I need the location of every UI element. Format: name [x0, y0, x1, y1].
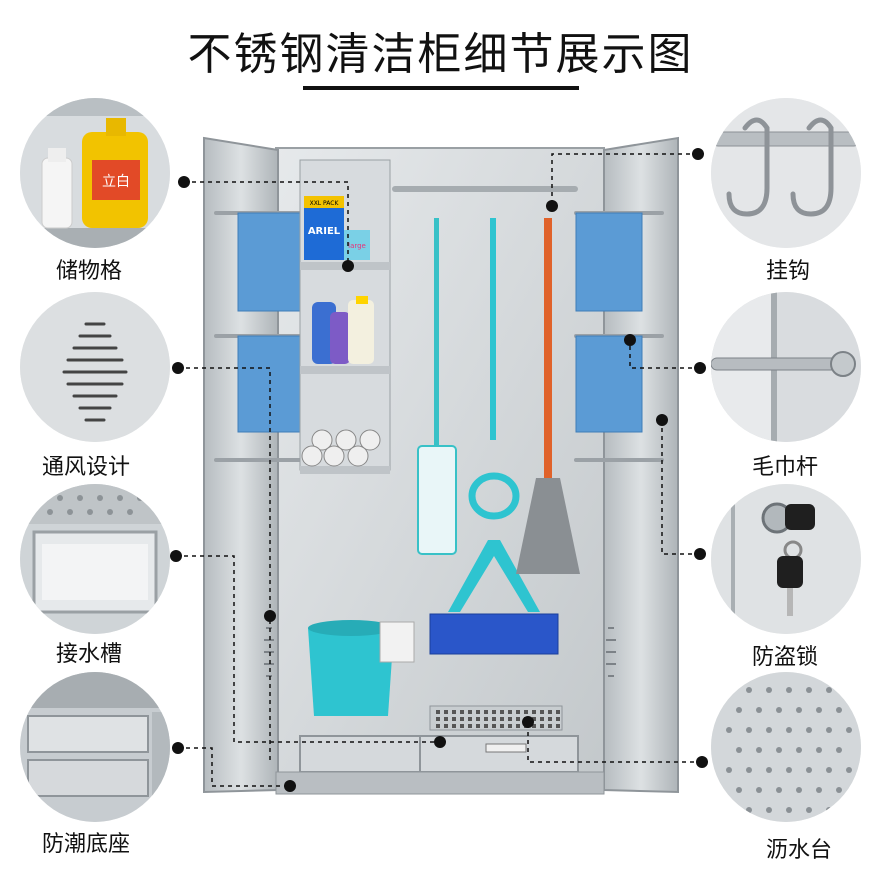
rack-hole	[556, 724, 560, 728]
rack-hole	[436, 710, 440, 714]
squeeze-mop-head	[429, 613, 559, 655]
door-vent-right	[606, 627, 616, 677]
drip-tray-slot-detail-circle	[20, 484, 170, 634]
rack-hole	[516, 710, 520, 714]
rack-hole	[468, 724, 472, 728]
label-drain-rack: 沥水台	[766, 838, 833, 863]
squeeze-mop-ring	[468, 472, 520, 520]
rack-hole	[500, 710, 504, 714]
rack-hole	[460, 710, 464, 714]
rack-hole	[508, 724, 512, 728]
page-title: 不锈钢清洁柜细节展示图	[187, 29, 694, 80]
rack-hole	[452, 717, 456, 721]
title-underline	[303, 86, 579, 90]
label-storage: 储物格	[56, 259, 123, 284]
label-hook: 挂钩	[766, 259, 811, 284]
detergent-brand-text: 立白	[102, 174, 130, 190]
flat-mop-head	[417, 445, 457, 555]
label-moisture-base: 防潮底座	[42, 832, 131, 857]
rack-hole	[508, 717, 512, 721]
hook-detail-circle	[711, 98, 861, 248]
label-towel-bar: 毛巾杆	[752, 455, 819, 480]
rack-hole	[532, 710, 536, 714]
rack-hole	[436, 724, 440, 728]
rack-hole	[540, 724, 544, 728]
leader-lines	[176, 153, 702, 787]
rack-hole	[516, 717, 520, 721]
rack-hole	[460, 717, 464, 721]
squeeze-mop-frame	[448, 540, 540, 612]
rack-hole	[476, 724, 480, 728]
small-box-text: large	[348, 242, 366, 250]
rack-hole	[452, 724, 456, 728]
shelf-3	[300, 466, 390, 474]
rack-hole	[452, 710, 456, 714]
rack-hole	[484, 717, 488, 721]
powder-brand-text: ARIEL	[308, 226, 341, 237]
rack-hole	[524, 710, 528, 714]
rack-hole	[492, 717, 496, 721]
rack-hole	[548, 717, 552, 721]
rack-hole	[444, 724, 448, 728]
drain-rack-detail-circle	[711, 672, 861, 822]
rack-hole	[460, 724, 464, 728]
rack-hole	[556, 710, 560, 714]
hanging-rod	[392, 186, 578, 192]
towel-left-top	[237, 212, 305, 312]
string-mop-head	[516, 478, 580, 574]
rack-hole	[444, 710, 448, 714]
label-vent: 通风设计	[42, 455, 131, 480]
cabinet-base	[275, 771, 605, 795]
rack-hole	[540, 710, 544, 714]
rack-hole	[484, 724, 488, 728]
rack-hole	[468, 710, 472, 714]
label-lock: 防盗锁	[752, 645, 819, 670]
anchor-dots	[170, 148, 708, 792]
rack-hole	[548, 724, 552, 728]
rack-hole	[436, 717, 440, 721]
door-vent-left	[264, 627, 274, 677]
rack-hole	[492, 724, 496, 728]
rack-hole	[532, 724, 536, 728]
towel-bar-detail-circle	[711, 292, 861, 442]
bottle-purple	[330, 312, 350, 364]
rack-hole	[476, 717, 480, 721]
rack-hole	[468, 717, 472, 721]
squeeze-mop-handle	[490, 218, 496, 440]
rack-hole	[532, 717, 536, 721]
rack-hole	[492, 710, 496, 714]
lock-detail-circle	[711, 484, 861, 634]
rack-hole	[500, 724, 504, 728]
bucket-rag	[379, 621, 415, 663]
rack-hole	[508, 710, 512, 714]
rack-hole	[484, 710, 488, 714]
label-drip-tray-slot: 接水槽	[56, 642, 123, 667]
rack-hole	[476, 710, 480, 714]
string-mop-handle	[544, 218, 552, 478]
drawer-handle	[485, 743, 527, 753]
rack-hole	[500, 717, 504, 721]
bucket	[308, 628, 394, 716]
towel-right-top	[575, 212, 643, 312]
rack-hole	[556, 717, 560, 721]
flat-mop-handle	[434, 218, 439, 446]
rack-hole	[540, 717, 544, 721]
shelf-2	[300, 366, 390, 374]
rack-hole	[516, 724, 520, 728]
bottle-white	[348, 300, 374, 364]
rolled-towels	[301, 429, 381, 467]
powder-badge-text: XXL PACK	[310, 200, 340, 207]
vent-detail-circle	[20, 292, 170, 442]
towel-right-bottom	[575, 335, 643, 433]
towel-left-bottom	[237, 335, 305, 433]
rack-hole	[548, 710, 552, 714]
rack-hole	[444, 717, 448, 721]
